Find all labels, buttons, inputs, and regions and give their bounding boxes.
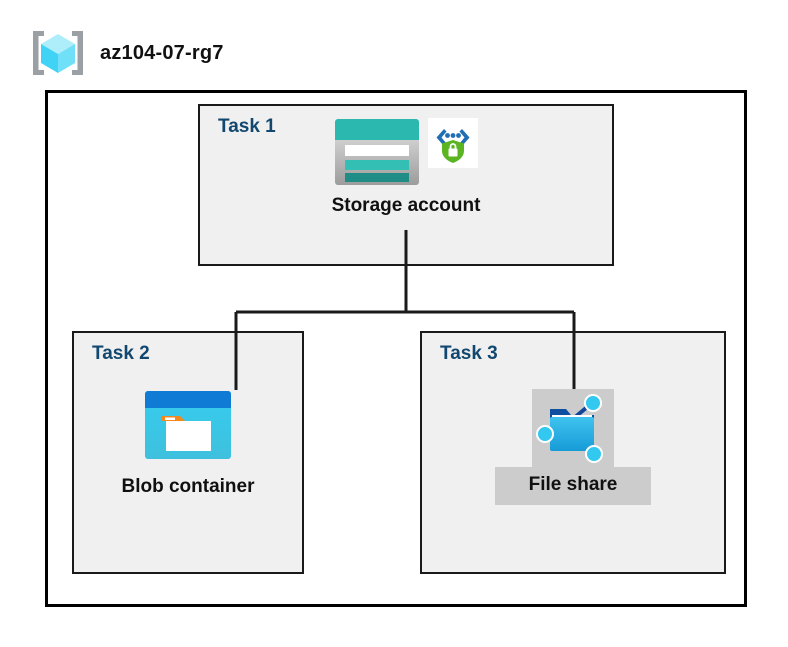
file-share-icon	[536, 394, 603, 463]
task-1-label: Task 1	[218, 116, 276, 137]
storage-account-caption: Storage account	[331, 195, 481, 216]
file-share-caption: File share	[528, 474, 618, 495]
resource-group-title: az104-07-rg7	[100, 41, 224, 64]
resource-group-header: az104-07-rg7	[30, 28, 224, 78]
node-file-share: File share	[420, 389, 726, 505]
storage-account-icon-row	[334, 118, 478, 186]
file-share-icon-plate	[532, 389, 614, 467]
task-3-label: Task 3	[440, 343, 498, 364]
resource-group-cube-icon	[33, 31, 83, 75]
storage-account-icon	[335, 119, 419, 185]
node-blob-container: Blob container	[72, 390, 304, 498]
blob-container-icon	[145, 391, 231, 459]
task-2-label: Task 2	[92, 343, 150, 364]
blob-container-caption: Blob container	[121, 476, 255, 497]
node-storage-account: Storage account	[198, 118, 614, 217]
secure-endpoint-shield-icon	[428, 118, 478, 168]
file-share-label-plate: File share	[494, 467, 652, 505]
